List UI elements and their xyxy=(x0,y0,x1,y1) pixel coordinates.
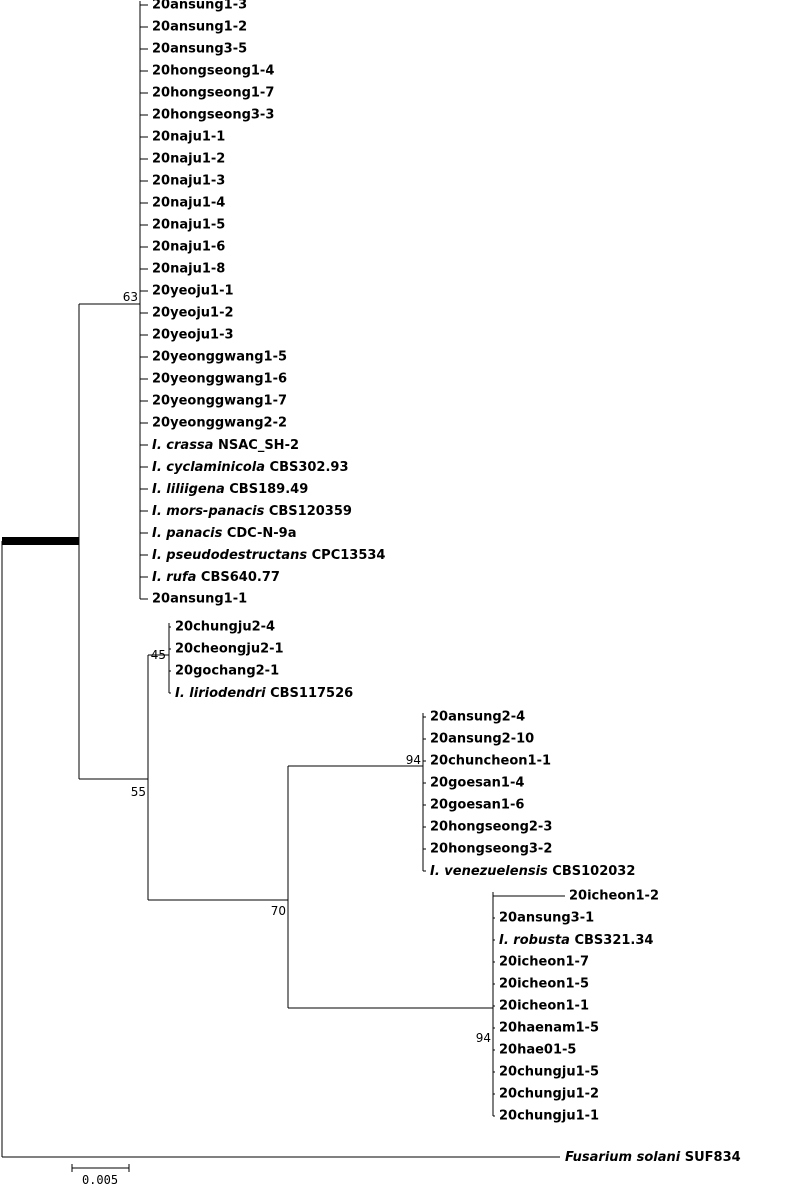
scale-bar-label: 0.005 xyxy=(82,1173,118,1187)
taxon-label: 20haenam1-5 xyxy=(499,1021,599,1036)
strain-id: CBS321.34 xyxy=(570,933,654,948)
taxon-label: 20goesan1-6 xyxy=(430,798,524,813)
taxon-label: I. pseudodestructans CPC13534 xyxy=(152,548,385,563)
species-name: I. pseudodestructans xyxy=(152,548,307,563)
taxon-label: 20hongseong1-4 xyxy=(152,64,274,79)
taxon-label: 20chungju1-5 xyxy=(499,1065,599,1080)
bootstrap-value: 45 xyxy=(151,648,166,662)
taxon-label: I. panacis CDC-N-9a xyxy=(152,526,297,541)
taxon-label: 20yeoju1-2 xyxy=(152,306,234,321)
strain-id: CPC13534 xyxy=(307,548,385,563)
taxon-label: 20gochang2-1 xyxy=(175,664,279,679)
species-name: I. rufa xyxy=(152,570,196,585)
species-name: I. liliigena xyxy=(152,482,225,497)
outgroup-label: Fusarium solani SUF834 xyxy=(565,1150,741,1165)
strain-id: CBS640.77 xyxy=(196,570,280,585)
taxon-label: 20chuncheon1-1 xyxy=(430,754,551,769)
bootstrap-value: 94 xyxy=(406,753,421,767)
taxon-label: 20yeoju1-1 xyxy=(152,284,234,299)
taxon-label: I. rufa CBS640.77 xyxy=(152,570,280,585)
taxon-label: 20chungju1-2 xyxy=(499,1087,599,1102)
taxon-label: 20icheon1-2 xyxy=(569,889,659,904)
strain-id: CBS117526 xyxy=(266,686,354,701)
taxon-label: 20hongseong3-3 xyxy=(152,108,274,123)
strain-id: SUF834 xyxy=(680,1150,740,1165)
strain-id: CBS302.93 xyxy=(265,460,349,475)
taxon-label: 20naju1-6 xyxy=(152,240,225,255)
taxon-label: 20yeonggwang1-7 xyxy=(152,394,287,409)
taxon-label: 20icheon1-7 xyxy=(499,955,589,970)
taxon-label: 20ansung1-2 xyxy=(152,20,247,35)
species-name: I. robusta xyxy=(499,933,570,948)
strain-id: CBS120359 xyxy=(264,504,352,519)
bootstrap-value: 63 xyxy=(123,290,138,304)
taxon-label: 20naju1-5 xyxy=(152,218,225,233)
taxon-label: 20ansung1-1 xyxy=(152,592,247,607)
species-name: I. venezuelensis xyxy=(430,864,548,879)
taxon-label: 20ansung2-4 xyxy=(430,710,525,725)
species-name: I. liriodendri xyxy=(175,686,266,701)
taxon-label: I. mors-panacis CBS120359 xyxy=(152,504,352,519)
taxon-label: 20ansung2-10 xyxy=(430,732,534,747)
species-name: I. panacis xyxy=(152,526,223,541)
strain-id: CBS189.49 xyxy=(225,482,309,497)
strain-id: CDC-N-9a xyxy=(222,526,296,541)
taxon-label: 20naju1-8 xyxy=(152,262,225,277)
taxon-label: 20chungju1-1 xyxy=(499,1109,599,1124)
taxon-label: 20yeonggwang1-6 xyxy=(152,372,287,387)
species-name: I. crassa xyxy=(152,438,213,453)
bootstrap-value: 55 xyxy=(131,785,146,799)
taxon-label: 20hongseong1-7 xyxy=(152,86,274,101)
tree-labels: Fusarium solani SUF834 20ansung1-3 20ansun… xyxy=(82,0,741,1187)
taxon-label: 20yeonggwang1-5 xyxy=(152,350,287,365)
taxon-label: 20naju1-2 xyxy=(152,152,225,167)
taxon-label: 20yeoju1-3 xyxy=(152,328,234,343)
taxon-label: 20naju1-1 xyxy=(152,130,225,145)
taxon-label: 20naju1-4 xyxy=(152,196,225,211)
taxon-label: 20ansung3-5 xyxy=(152,42,247,57)
bootstrap-value: 94 xyxy=(476,1031,491,1045)
taxon-label: I. crassa NSAC_SH-2 xyxy=(152,438,299,453)
taxon-label: I. cyclaminicola CBS302.93 xyxy=(152,460,349,475)
taxon-label: 20goesan1-4 xyxy=(430,776,524,791)
tree-branches xyxy=(1,1,565,1172)
species-name: I. mors-panacis xyxy=(152,504,265,519)
taxon-label: 20naju1-3 xyxy=(152,174,225,189)
taxon-label: 20icheon1-5 xyxy=(499,977,589,992)
taxon-label: 20cheongju2-1 xyxy=(175,642,284,657)
taxon-label: 20hae01-5 xyxy=(499,1043,576,1058)
taxon-label: 20yeonggwang2-2 xyxy=(152,416,287,431)
strain-id: NSAC_SH-2 xyxy=(213,438,299,453)
strain-id: CBS102032 xyxy=(548,864,636,879)
bootstrap-value: 70 xyxy=(271,904,286,918)
species-name: Fusarium solani xyxy=(565,1150,681,1165)
species-name: I. cyclaminicola xyxy=(152,460,265,475)
taxon-label: I. venezuelensis CBS102032 xyxy=(430,864,635,879)
taxon-label: 20icheon1-1 xyxy=(499,999,589,1014)
taxon-label: 20hongseong3-2 xyxy=(430,842,552,857)
taxon-label: 20hongseong2-3 xyxy=(430,820,552,835)
taxon-label: 20chungju2-4 xyxy=(175,620,275,635)
taxon-label: I. robusta CBS321.34 xyxy=(499,933,653,948)
taxon-label: I. liriodendri CBS117526 xyxy=(175,686,353,701)
taxon-label: 20ansung3-1 xyxy=(499,911,594,926)
taxon-label: 20ansung1-3 xyxy=(152,0,247,13)
taxon-label: I. liliigena CBS189.49 xyxy=(152,482,308,497)
